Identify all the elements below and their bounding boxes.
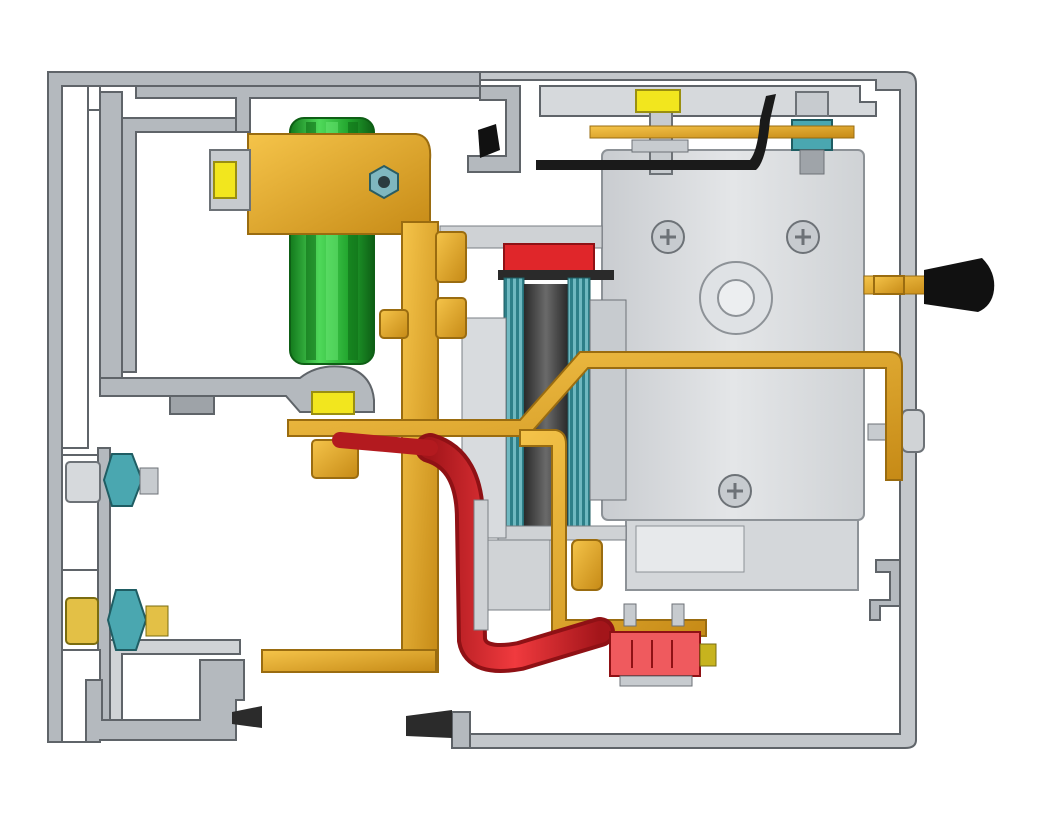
mounting-bracket [209,133,905,673]
fastening-bolts [65,453,169,651]
terminal-block [609,603,717,687]
release-knob [924,258,995,312]
fastening-bolts [536,89,925,453]
rubber-stopper [406,710,452,738]
drive-belt [332,432,615,673]
fastening-bolts [311,164,399,415]
rubber-stopper [232,706,262,728]
motor-housing [601,149,935,591]
belt-guide [473,499,489,631]
aluminium-profile-frame [47,71,917,749]
rubber-stopper [478,124,500,158]
